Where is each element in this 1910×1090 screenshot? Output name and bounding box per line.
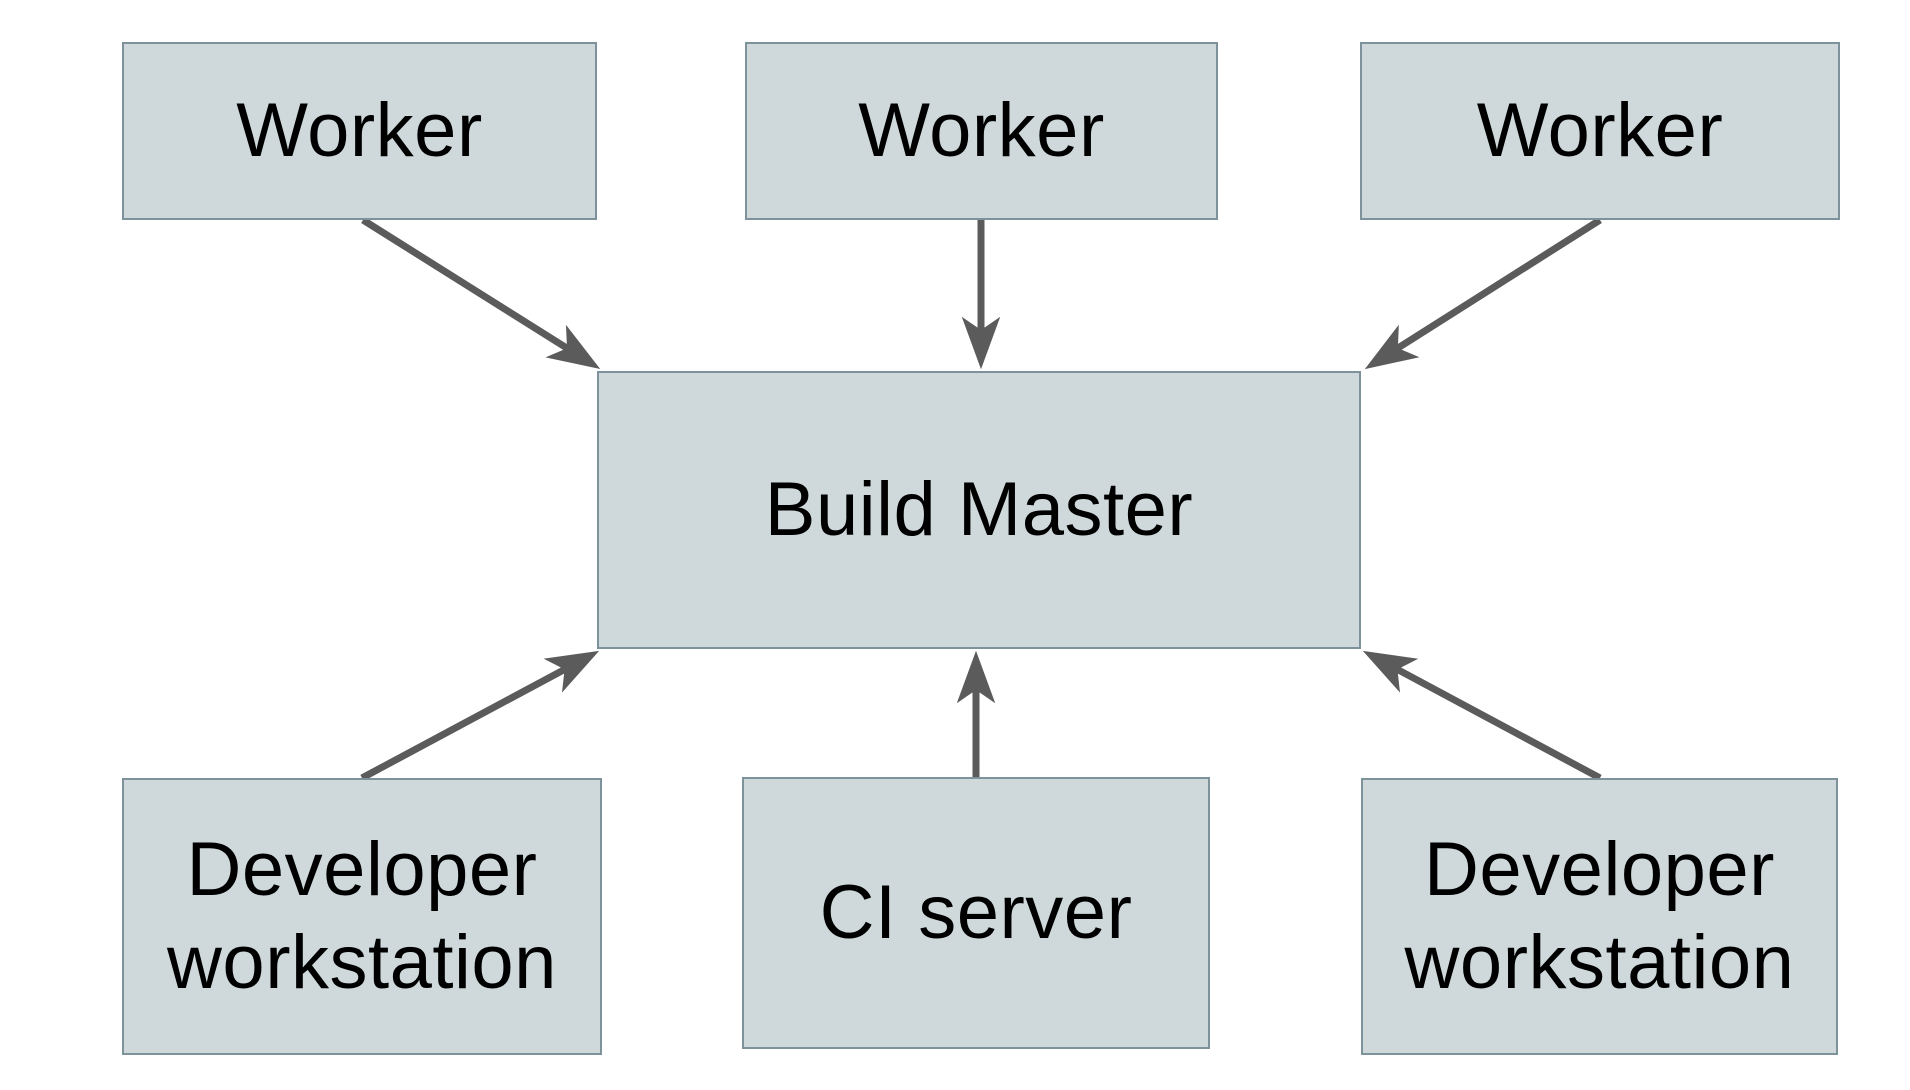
node-worker-3-label: Worker xyxy=(1476,87,1724,173)
node-build-master-label: Build Master xyxy=(764,466,1194,552)
arrow-developer-workstation-1-to-build-master xyxy=(360,650,600,782)
node-build-master: Build Master xyxy=(597,371,1361,649)
arrow-worker-1-to-build-master xyxy=(361,217,601,370)
node-worker-2-label: Worker xyxy=(858,87,1105,173)
node-worker-1-label: Worker xyxy=(236,87,483,173)
node-developer-workstation-2: Developer workstation xyxy=(1361,778,1838,1055)
node-worker-1: Worker xyxy=(122,42,597,220)
node-developer-workstation-1-label: Developer workstation xyxy=(167,826,557,1005)
arrow-worker-3-to-build-master xyxy=(1364,217,1602,370)
node-developer-workstation-1: Developer workstation xyxy=(122,778,602,1055)
arrow-developer-workstation-2-to-build-master xyxy=(1362,650,1602,782)
node-worker-3: Worker xyxy=(1360,42,1840,220)
node-developer-workstation-2-label: Developer workstation xyxy=(1404,826,1795,1005)
node-worker-2: Worker xyxy=(745,42,1218,220)
node-ci-server: CI server xyxy=(742,777,1210,1049)
node-ci-server-label: CI server xyxy=(819,869,1133,955)
